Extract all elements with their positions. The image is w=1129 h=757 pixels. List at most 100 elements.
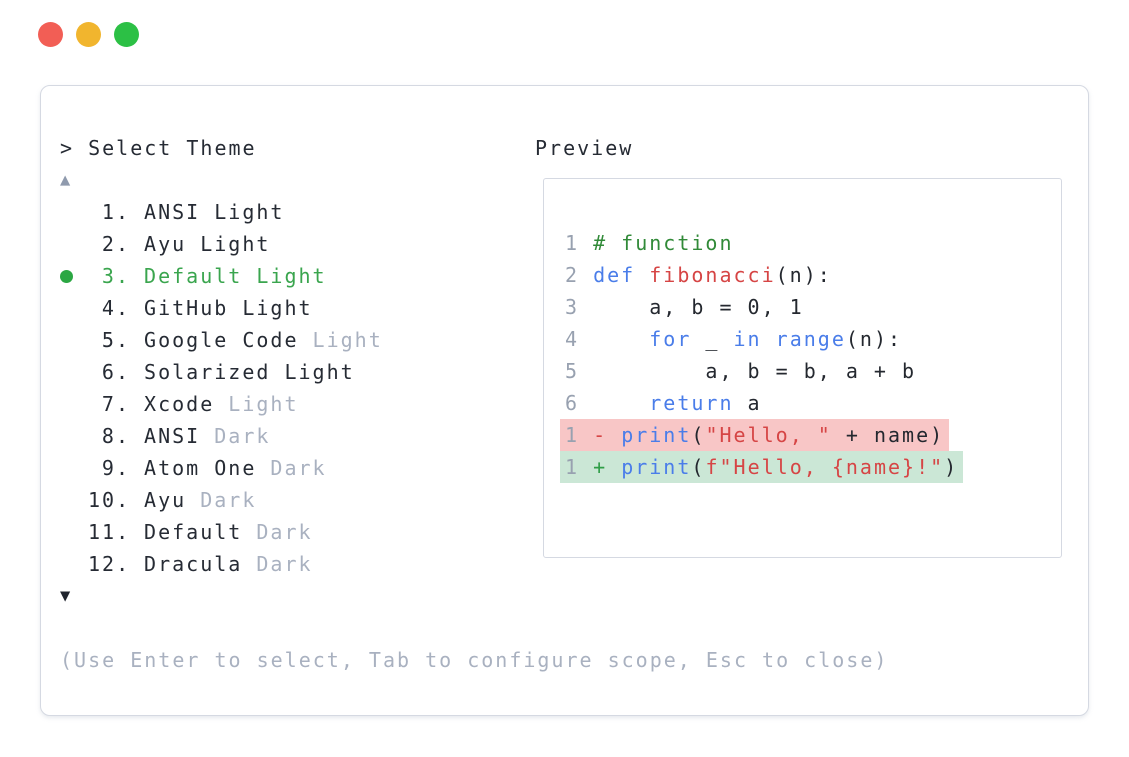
item-name: ANSI xyxy=(130,424,201,448)
item-variant: Light xyxy=(186,232,271,256)
item-number: 2. xyxy=(101,232,130,256)
scroll-down-indicator[interactable]: ▼ xyxy=(60,586,73,606)
item-variant: Light xyxy=(228,296,313,320)
item-number: 11. xyxy=(88,520,131,544)
line-number: 2 xyxy=(565,263,580,287)
line-number: 1 xyxy=(565,455,580,479)
minimize-button[interactable] xyxy=(76,22,101,47)
item-name: Google Code xyxy=(130,328,299,352)
item-name: GitHub xyxy=(130,296,229,320)
theme-list-item[interactable]: 5. Google Code Light xyxy=(60,324,888,356)
item-name: Solarized xyxy=(130,360,271,384)
code-token-string: "Hello, " xyxy=(705,423,832,447)
item-name: Ayu xyxy=(130,488,187,512)
theme-list-item[interactable]: 1. ANSI Light xyxy=(60,196,888,228)
window-controls xyxy=(38,22,139,47)
code-line: 3 a, b = 0, 1 xyxy=(565,291,1061,323)
code-token-plain: + name) xyxy=(831,423,945,447)
code-token-plain: (n): xyxy=(775,263,832,287)
item-variant: Light xyxy=(214,392,299,416)
code-token-plain: ( xyxy=(691,455,706,479)
code-token-plain: a, b = b, a + b xyxy=(593,359,917,383)
code-token-plain xyxy=(635,263,649,287)
theme-list-item[interactable]: 9. Atom One Dark xyxy=(60,452,888,484)
code-token-plain: a, b = 0, 1 xyxy=(593,295,804,319)
item-name: Atom One xyxy=(130,456,257,480)
item-name: Default xyxy=(130,264,243,288)
diff-code-line: 1 + print(f"Hello, {name}!") xyxy=(560,451,1061,483)
theme-list-item[interactable]: 3. Default Light xyxy=(60,260,888,292)
item-number: 8. xyxy=(101,424,130,448)
item-variant: Dark xyxy=(256,456,327,480)
selected-bullet xyxy=(60,260,88,292)
item-number: 4. xyxy=(101,296,130,320)
code-token-string: f"Hello, {name}!" xyxy=(705,455,945,479)
code-token-plain: ) xyxy=(944,455,959,479)
theme-list-item[interactable]: 8. ANSI Dark xyxy=(60,420,888,452)
item-name: Xcode xyxy=(130,392,215,416)
item-variant: Dark xyxy=(242,552,313,576)
code-token-plain: (n): xyxy=(845,327,903,351)
theme-list-item[interactable]: 4. GitHub Light xyxy=(60,292,888,324)
diff-code-line: 1 - print("Hello, " + name) xyxy=(560,419,1061,451)
theme-list-item[interactable]: 10. Ayu Dark xyxy=(60,484,888,516)
code-token-plain xyxy=(762,327,776,351)
code-token-plain: ( xyxy=(691,423,706,447)
close-button[interactable] xyxy=(38,22,63,47)
line-number: 3 xyxy=(565,295,580,319)
item-variant: Dark xyxy=(186,488,257,512)
code-token-keyword: return xyxy=(649,391,734,415)
item-number: 3. xyxy=(101,264,130,288)
code-line: 5 a, b = b, a + b xyxy=(565,355,1061,387)
theme-list-item[interactable]: 11. Default Dark xyxy=(60,516,888,548)
diff-removed-highlight: 1 - print("Hello, " + name) xyxy=(560,419,950,451)
code-token-plain: a xyxy=(733,391,762,415)
item-name: Ayu xyxy=(130,232,187,256)
item-number: 5. xyxy=(101,328,130,352)
spacer-row xyxy=(60,612,888,644)
item-variant: Light xyxy=(200,200,285,224)
scroll-up-indicator[interactable]: ▲ xyxy=(60,170,73,190)
code-token-keyword: in xyxy=(733,327,762,351)
code-token-keyword: for xyxy=(649,327,692,351)
code-token-plain: _ xyxy=(691,327,734,351)
line-number: 6 xyxy=(565,391,580,415)
code-token-keyword: def xyxy=(593,263,636,287)
code-token-plain xyxy=(607,455,621,479)
dialog-header: > Select Theme xyxy=(60,132,888,164)
maximize-button[interactable] xyxy=(114,22,139,47)
item-name: ANSI xyxy=(130,200,201,224)
code-token-keyword: print xyxy=(621,455,692,479)
theme-list-item[interactable]: 7. Xcode Light xyxy=(60,388,888,420)
theme-list-item[interactable]: 2. Ayu Light xyxy=(60,228,888,260)
code-token-func: fibonacci xyxy=(649,263,776,287)
theme-list-item[interactable]: 12. Dracula Dark xyxy=(60,548,888,580)
item-number: 9. xyxy=(101,456,130,480)
line-number: 4 xyxy=(565,327,580,351)
item-number: 10. xyxy=(88,488,131,512)
code-token-keyword: print xyxy=(621,423,692,447)
preview-title: Preview xyxy=(535,136,634,160)
item-number: 6. xyxy=(101,360,130,384)
diff-added-highlight: 1 + print(f"Hello, {name}!") xyxy=(560,451,964,483)
code-token-add-sign: + xyxy=(593,455,608,479)
item-variant: Light xyxy=(270,360,355,384)
code-line: 2 def fibonacci(n): xyxy=(565,259,1061,291)
item-name: Default xyxy=(130,520,243,544)
theme-list-item[interactable]: 6. Solarized Light xyxy=(60,356,888,388)
code-line: 4 for _ in range(n): xyxy=(565,323,1061,355)
item-variant: Dark xyxy=(242,520,313,544)
code-token-plain xyxy=(593,327,649,351)
code-token-plain xyxy=(607,423,621,447)
code-token-del-sign: - xyxy=(593,423,608,447)
line-number: 1 xyxy=(565,423,580,447)
prompt-chevron: > xyxy=(60,136,75,160)
line-number: 1 xyxy=(565,231,580,255)
item-variant: Light xyxy=(242,264,327,288)
code-token-keyword: range xyxy=(775,327,846,351)
